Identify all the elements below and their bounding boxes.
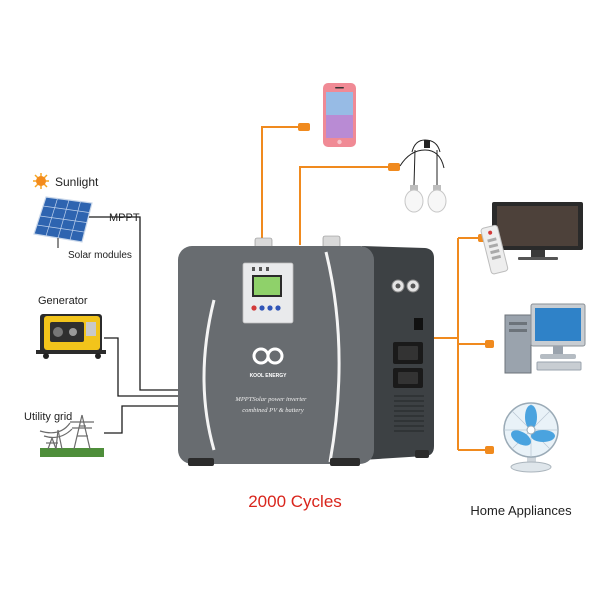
output-wires	[261, 126, 485, 451]
desktop-computer-icon	[504, 303, 586, 374]
phone-plug	[298, 123, 310, 131]
sunlight-label: Sunlight	[55, 175, 99, 189]
home-appliances-label: Home Appliances	[470, 503, 572, 518]
control-panel	[242, 262, 294, 324]
solar-modules-label: Solar modules	[68, 250, 132, 261]
mppt-label: MPPT	[109, 212, 140, 224]
generator-input-wire	[104, 337, 178, 397]
infinity-logo-icon	[252, 347, 284, 365]
light-bulbs-icon	[399, 139, 447, 213]
control-button[interactable]	[251, 305, 257, 311]
electric-fan-icon	[503, 402, 559, 473]
tv-icon	[492, 202, 583, 260]
solar-input-wire	[88, 216, 178, 391]
control-button[interactable]	[275, 305, 281, 311]
utility-grid-label: Utility grid	[24, 411, 72, 423]
vent-grille	[394, 395, 424, 432]
control-button[interactable]	[267, 305, 273, 311]
cycles-label: 2000 Cycles	[248, 492, 342, 511]
smartphone-icon	[323, 83, 356, 147]
grid-input-wire	[104, 405, 178, 434]
generator-label: Generator	[38, 295, 88, 307]
input-wires	[88, 216, 178, 434]
side-ports	[391, 279, 424, 432]
brand-name: KOOL ENERGY	[250, 373, 288, 379]
bulb-plug	[388, 163, 400, 171]
device-description-line2: combined PV & battery	[242, 407, 304, 414]
power-switch[interactable]	[414, 318, 423, 330]
remote-control-icon	[480, 224, 509, 275]
generator-icon	[36, 314, 106, 359]
solar-panel-icon	[33, 196, 93, 248]
device-description-line1: MPPTSolar power inverter	[234, 396, 307, 403]
phone-wire	[261, 126, 298, 245]
sun-icon	[33, 173, 49, 189]
power-pylon-icon	[39, 414, 104, 457]
control-button[interactable]	[259, 305, 265, 311]
bulb-wire	[299, 166, 392, 245]
indicator-lights	[252, 267, 269, 271]
